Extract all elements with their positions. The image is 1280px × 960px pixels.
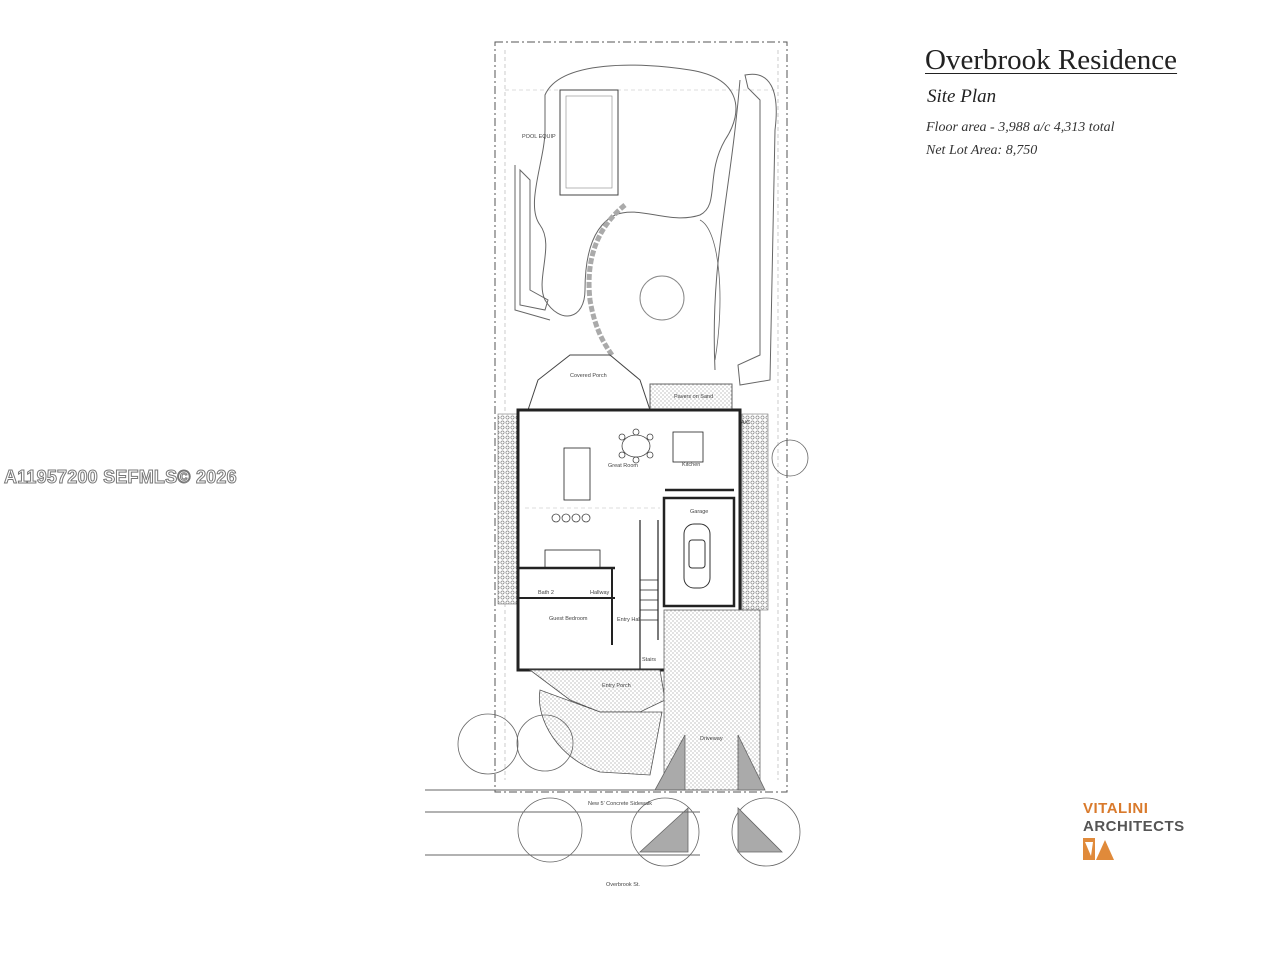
- car: [683, 523, 711, 589]
- logo-line1: VITALINI: [1083, 800, 1149, 817]
- pavers-label: Pavers on Sand: [674, 394, 713, 400]
- vitalini-architects-logo: VITALINI ARCHITECTS: [1083, 800, 1185, 860]
- ac-label: A/C: [741, 420, 750, 426]
- backyard-garden: [514, 64, 777, 386]
- dining-table: [618, 428, 654, 464]
- great-room-label: Great Room: [608, 463, 638, 469]
- trees: [457, 439, 809, 867]
- street-aprons: [638, 807, 783, 853]
- stairs-label: Stairs: [642, 657, 656, 663]
- hedges: [497, 413, 769, 611]
- driveway-aprons: [654, 734, 766, 791]
- covered-porch: [527, 354, 733, 411]
- street-label: Overbrook St.: [606, 882, 640, 888]
- guest-bedroom-label: Guest Bedroom: [549, 616, 588, 622]
- entry-porch-label: Entry Porch: [602, 683, 631, 689]
- pool-equip-label: POOL EQUIP: [522, 134, 556, 140]
- sidewalk: [425, 789, 700, 856]
- kitchen-label: Kitchen: [682, 462, 700, 468]
- mls-watermark: A11957200 SEFMLS© 2026: [4, 467, 238, 488]
- garage-label: Garage: [690, 509, 708, 515]
- drawing-subtitle: Site Plan: [927, 86, 997, 107]
- lot-area-text: Net Lot Area: 8,750: [926, 143, 1038, 158]
- logo-mark-icon: [1083, 838, 1114, 860]
- driveway-label: Driveway: [700, 736, 723, 742]
- bath-label: Bath 2: [538, 590, 554, 596]
- hallway-label: Hallway: [590, 590, 610, 596]
- entry-hall-label: Entry Hall: [617, 617, 641, 623]
- drawing-title: Overbrook Residence: [925, 44, 1178, 76]
- bar-stools: [551, 513, 591, 523]
- covered-porch-label: Covered Porch: [570, 373, 607, 379]
- sidewalk-label: New 5' Concrete Sidewalk: [588, 801, 652, 807]
- entry-porch: [528, 669, 666, 776]
- floor-area-text: Floor area - 3,988 a/c 4,313 total: [926, 120, 1115, 135]
- logo-line2: ARCHITECTS: [1083, 818, 1185, 835]
